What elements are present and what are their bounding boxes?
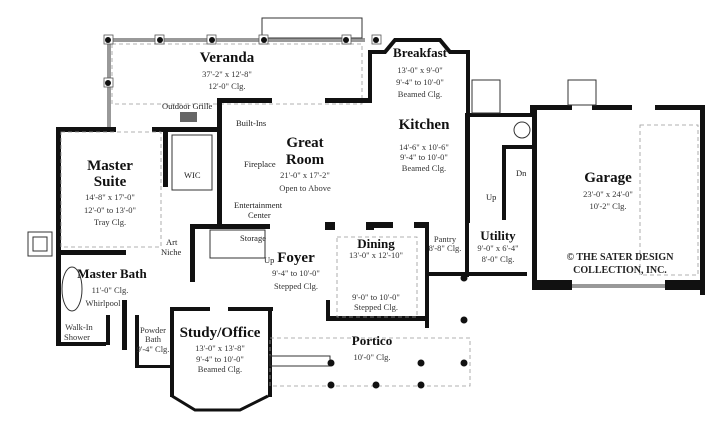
room-name-powder-bath-1: Powder: [140, 325, 166, 335]
room-name-study: Study/Office: [180, 325, 261, 341]
label-built-ins: Built-Ins: [236, 118, 266, 128]
room-ceiling-breakfast: 9'-4" to 10'-0": [396, 77, 444, 87]
label-entertainment-2: Center: [248, 210, 271, 220]
label-up-kitchen: Up: [486, 192, 496, 202]
room-size-utility: 9'-0" x 6'-4": [477, 243, 518, 253]
room-size-study: 13'-0" x 13'-8": [195, 343, 245, 353]
room-ceiling-master-bath: 11'-0" Clg.: [92, 285, 129, 295]
room-size-breakfast: 13'-0" x 9'-0": [397, 65, 442, 75]
outdoor-grille-icon: [180, 112, 197, 122]
label-art-niche-2: Niche: [161, 247, 182, 257]
label-entertainment-1: Entertainment: [234, 200, 283, 210]
portico-structure: [269, 274, 471, 389]
room-name-breakfast: Breakfast: [393, 45, 448, 60]
room-ceiling-portico: 10'-0" Clg.: [353, 352, 390, 362]
room-name-walk-in-shower-2: Shower: [64, 332, 90, 342]
room-ceiling-veranda: 12'-0" Clg.: [208, 81, 245, 91]
room-name-master-suite-2: Suite: [94, 174, 127, 190]
room-ceiling-dining: 9'-0" to 10'-0": [352, 292, 400, 302]
room-ceiling-type-foyer: Stepped Clg.: [274, 281, 318, 291]
walls: [27, 38, 705, 412]
room-name-utility: Utility: [480, 228, 516, 243]
room-ceiling-type-study: Beamed Clg.: [198, 364, 242, 374]
veranda-structure: [103, 17, 382, 130]
copyright-line-2: COLLECTION, INC.: [573, 265, 667, 276]
room-size-dining: 13'-0" x 12'-10": [349, 250, 403, 260]
room-ceiling-garage: 10'-2" Clg.: [589, 201, 626, 211]
room-ceiling-utility: 8'-0" Clg.: [482, 254, 515, 264]
room-name-dining: Dining: [357, 236, 395, 251]
room-ceiling-study: 9'-4" to 10'-0": [196, 354, 244, 364]
room-ceiling-powder-bath: 9'-4" Clg.: [137, 344, 170, 354]
veranda-column: [103, 34, 382, 88]
room-ceiling-foyer: 9'-4" to 10'-0": [272, 268, 320, 278]
room-name-master-suite-1: Master: [87, 158, 133, 174]
room-name-garage: Garage: [584, 170, 632, 186]
room-ceiling-type-dining: Stepped Clg.: [354, 302, 398, 312]
copyright-line-1: © THE SATER DESIGN: [567, 252, 675, 263]
room-name-foyer: Foyer: [277, 250, 315, 266]
room-name-great-room-1: Great: [286, 135, 323, 151]
room-name-veranda: Veranda: [200, 50, 255, 66]
room-note-great-room: Open to Above: [279, 183, 331, 193]
label-wic: WIC: [184, 170, 201, 180]
room-ceiling-type-master-suite: Tray Clg.: [94, 217, 126, 227]
room-name-pantry: Pantry: [434, 234, 457, 244]
label-up-foyer: Up: [264, 255, 274, 265]
label-storage: Storage: [240, 233, 266, 243]
room-name-kitchen: Kitchen: [399, 117, 450, 133]
room-ceiling-kitchen: 9'-4" to 10'-0": [400, 152, 448, 162]
room-name-portico: Portico: [352, 333, 392, 348]
room-ceiling-master-suite: 12'-0" to 13'-0": [84, 205, 136, 215]
room-name-great-room-2: Room: [286, 152, 325, 168]
label-outdoor-grille: Outdoor Grille: [162, 101, 213, 111]
room-ceiling-type-kitchen: Beamed Clg.: [402, 163, 446, 173]
room-size-veranda: 37'-2" x 12'-8": [202, 69, 252, 79]
portico-column: [327, 274, 468, 389]
room-ceiling-pantry: 8'-8" Clg.: [429, 243, 462, 253]
room-name-master-bath: Master Bath: [77, 266, 147, 281]
label-art-niche-1: Art: [166, 237, 178, 247]
label-whirlpool: Whirlpool: [86, 298, 122, 308]
room-name-powder-bath-2: Bath: [145, 334, 162, 344]
room-size-great-room: 21'-0" x 17'-2": [280, 170, 330, 180]
label-dn-garage: Dn: [516, 168, 527, 178]
room-size-kitchen: 14'-6" x 10'-6": [399, 142, 449, 152]
room-ceiling-type-breakfast: Beamed Clg.: [398, 89, 442, 99]
label-fireplace: Fireplace: [244, 159, 276, 169]
room-size-garage: 23'-0" x 24'-0": [583, 189, 633, 199]
room-name-walk-in-shower-1: Walk-In: [65, 322, 93, 332]
room-size-master-suite: 14'-8" x 17'-0": [85, 192, 135, 202]
